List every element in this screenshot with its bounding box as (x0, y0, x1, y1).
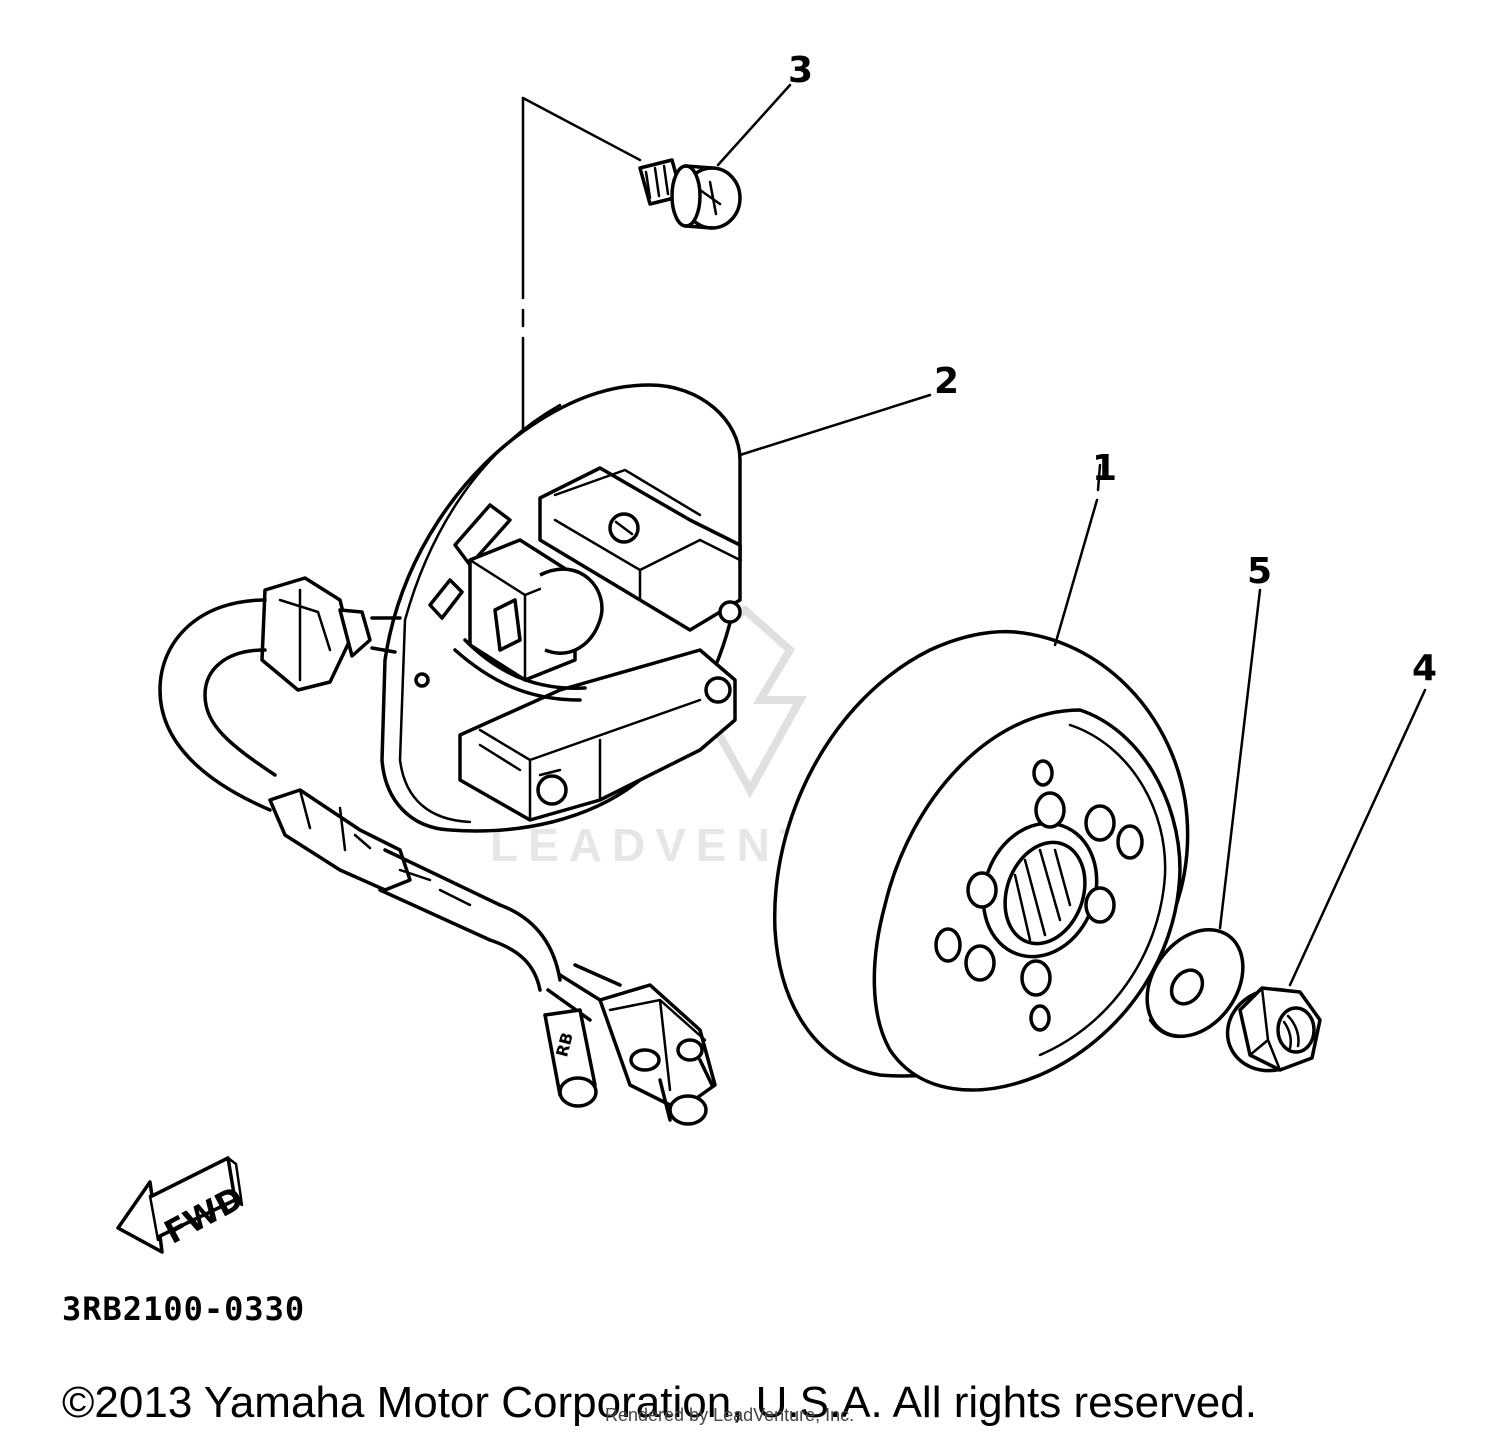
callout-4: 4 (1412, 648, 1437, 689)
diagram-code-label: 3RB2100-0330 (62, 1290, 306, 1328)
callout-5: 5 (1247, 551, 1272, 592)
stator-assembly-part-2 (380, 383, 742, 833)
wiring-harness: RB (158, 576, 717, 1126)
callout-leaders (716, 83, 1427, 987)
callout-3: 3 (788, 50, 813, 91)
renderer-note: Rendered by LeadVenture, Inc. (605, 1405, 855, 1425)
screw-part-3 (638, 158, 742, 230)
callout-2: 2 (934, 361, 959, 402)
forward-direction-arrow: FWD (116, 1156, 250, 1254)
nut-part-4 (1225, 986, 1322, 1073)
callout-1: 1 (1092, 448, 1117, 489)
copyright-notice: ©2013 Yamaha Motor Corporation, U.S.A. A… (62, 1378, 1257, 1427)
washer-part-5 (1145, 927, 1245, 1039)
flywheel-rotor-part-1 (772, 629, 1190, 1092)
